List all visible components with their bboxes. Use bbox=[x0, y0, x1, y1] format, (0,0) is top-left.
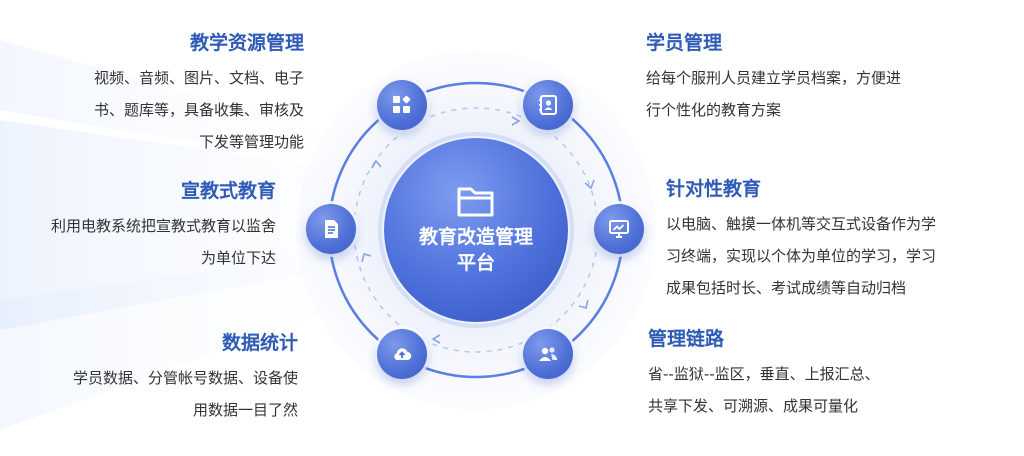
node-student[interactable] bbox=[523, 80, 573, 130]
feature-chain-line-1: 省--监狱--监区，垂直、上报汇总、 bbox=[648, 365, 880, 383]
feature-stats-desc: 学员数据、分管帐号数据、设备使 用数据一目了然 bbox=[73, 362, 298, 426]
feature-student-line-2: 行个性化的教育方案 bbox=[646, 101, 782, 119]
feature-targeted-line-1: 以电脑、触摸一体机等交互式设备作为学 bbox=[666, 215, 937, 233]
feature-broadcast-line-1: 利用电教系统把宣教式教育以监舍 bbox=[50, 217, 276, 235]
folder-icon bbox=[457, 187, 494, 217]
feature-student-line-1: 给每个服刑人员建立学员档案，方便进 bbox=[646, 69, 902, 87]
feature-stats-line-2: 用数据一目了然 bbox=[192, 401, 298, 419]
feature-stats-line-1: 学员数据、分管帐号数据、设备使 bbox=[72, 369, 298, 387]
feature-targeted-desc: 以电脑、触摸一体机等交互式设备作为学 习终端，实现以个体为单位的学习，学习 成果… bbox=[666, 208, 936, 304]
grid-apps-icon bbox=[393, 95, 411, 113]
hub-title: 教育改造管理 平台 bbox=[386, 224, 566, 276]
cloud-upload-icon bbox=[394, 348, 412, 361]
feature-targeted-line-2: 习终端，实现以个体为单位的学习，学习 bbox=[666, 247, 937, 265]
feature-targeted: 针对性教育 以电脑、触摸一体机等交互式设备作为学 习终端，实现以个体为单位的学习… bbox=[666, 176, 936, 304]
feature-stats: 数据统计 学员数据、分管帐号数据、设备使 用数据一目了然 bbox=[73, 330, 298, 426]
feature-resource-title: 教学资源管理 bbox=[189, 32, 304, 54]
hub-title-line-1: 教育改造管理 bbox=[418, 226, 533, 248]
feature-student: 学员管理 给每个服刑人员建立学员档案，方便进 行个性化的教育方案 bbox=[646, 30, 901, 126]
users-icon bbox=[539, 347, 558, 361]
node-chain[interactable] bbox=[523, 329, 573, 379]
feature-stats-title: 数据统计 bbox=[221, 332, 298, 354]
feature-resource-line-3: 下发等管理功能 bbox=[198, 133, 304, 151]
feature-student-title: 学员管理 bbox=[646, 32, 723, 54]
document-icon bbox=[325, 220, 338, 238]
feature-resource-desc: 视频、音频、图片、文档、电子 书、题库等，具备收集、审核及 下发等管理功能 bbox=[94, 62, 304, 158]
feature-resource: 教学资源管理 视频、音频、图片、文档、电子 书、题库等，具备收集、审核及 下发等… bbox=[94, 30, 304, 158]
node-resource[interactable] bbox=[377, 80, 427, 130]
monitor-chart-icon bbox=[609, 220, 629, 238]
feature-targeted-line-3: 成果包括时长、考试成绩等自动归档 bbox=[666, 279, 907, 297]
node-targeted[interactable] bbox=[594, 204, 644, 254]
feature-chain-desc: 省--监狱--监区，垂直、上报汇总、 共享下发、可溯源、成果可量化 bbox=[648, 358, 880, 422]
feature-broadcast-title: 宣教式教育 bbox=[180, 180, 276, 202]
node-broadcast[interactable] bbox=[306, 204, 356, 254]
node-stats[interactable] bbox=[377, 329, 427, 379]
feature-chain-title: 管理链路 bbox=[648, 328, 725, 350]
feature-resource-line-1: 视频、音频、图片、文档、电子 bbox=[93, 69, 304, 87]
feature-chain-line-2: 共享下发、可溯源、成果可量化 bbox=[648, 397, 859, 415]
feature-targeted-title: 针对性教育 bbox=[666, 178, 762, 200]
feature-chain: 管理链路 省--监狱--监区，垂直、上报汇总、 共享下发、可溯源、成果可量化 bbox=[648, 326, 880, 422]
hub-title-line-2: 平台 bbox=[456, 252, 495, 274]
feature-broadcast-desc: 利用电教系统把宣教式教育以监舍 为单位下达 bbox=[51, 210, 276, 274]
feature-resource-line-2: 书、题库等，具备收集、审核及 bbox=[93, 101, 304, 119]
feature-student-desc: 给每个服刑人员建立学员档案，方便进 行个性化的教育方案 bbox=[646, 62, 901, 126]
profile-book-icon bbox=[539, 95, 557, 115]
feature-broadcast-line-2: 为单位下达 bbox=[200, 249, 276, 267]
feature-broadcast: 宣教式教育 利用电教系统把宣教式教育以监舍 为单位下达 bbox=[51, 178, 276, 274]
